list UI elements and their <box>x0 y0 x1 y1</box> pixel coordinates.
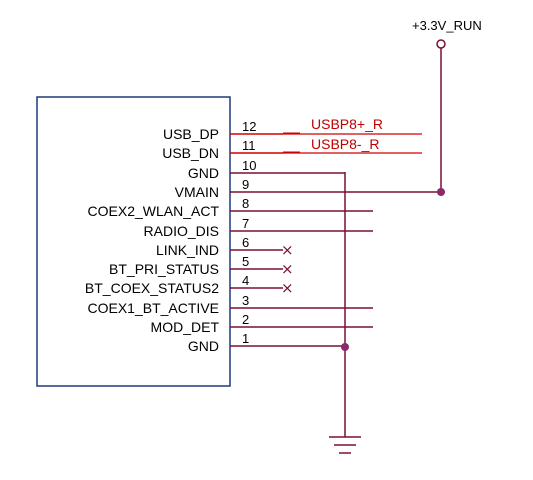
pin-signal-label: LINK_IND <box>156 242 219 258</box>
pin-number-label: 8 <box>242 196 249 211</box>
no-connect-mark: × <box>281 279 294 297</box>
pin-number-label: 6 <box>242 235 249 250</box>
pin-number-label: 9 <box>242 177 249 192</box>
pin-signal-label: RADIO_DIS <box>144 223 219 239</box>
pin-number-label: 7 <box>242 216 249 231</box>
gnd-junction-dot <box>341 343 349 351</box>
pin-row-usb-dp-pin-12: USB_DP 12 <box>163 119 422 142</box>
no-connect-mark: × <box>281 260 294 278</box>
pin-number-label: 5 <box>242 254 249 269</box>
net-label-usbp8-minus: USBP8-_R <box>311 136 379 152</box>
pin-signal-label: USB_DP <box>163 126 219 142</box>
pin-signal-label: COEX2_WLAN_ACT <box>88 203 220 219</box>
pin-row-gnd-pin-1: GND 1 <box>188 331 345 354</box>
power-rail-symbol <box>436 39 446 49</box>
power-rail-label: +3.3V_RUN <box>412 18 482 33</box>
pin-signal-label: VMAIN <box>175 184 219 200</box>
pin-number-label: 11 <box>242 138 256 153</box>
pin-signal-label: GND <box>188 338 219 354</box>
pin-signal-label: USB_DN <box>162 145 219 161</box>
pin-row-bt-pri-status-pin-5: BT_PRI_STATUS 5 × <box>109 254 294 278</box>
pin-number-label: 4 <box>242 273 249 288</box>
pin-number-label: 10 <box>242 158 256 173</box>
net-label-usbp8-plus: USBP8+_R <box>311 116 383 132</box>
pin-row-gnd-pin-10: GND 10 <box>188 158 345 181</box>
pin-row-coex1-bt-active-pin-3: COEX1_BT_ACTIVE 3 <box>88 293 373 316</box>
pin-number-label: 3 <box>242 293 249 308</box>
pin-row-radio-dis-pin-7: RADIO_DIS 7 <box>144 216 373 239</box>
pin-row-link-ind-pin-6: LINK_IND 6 × <box>156 235 294 259</box>
pin-signal-label: BT_PRI_STATUS <box>109 261 219 277</box>
pin-row-vmain-pin-9: VMAIN 9 <box>175 177 441 200</box>
pin-signal-label: COEX1_BT_ACTIVE <box>88 300 220 316</box>
pin-number-label: 2 <box>242 312 249 327</box>
component-body <box>36 96 231 387</box>
ground-symbol <box>329 436 361 454</box>
pin-row-coex2-wlan-act-pin-8: COEX2_WLAN_ACT 8 <box>88 196 373 219</box>
pin-signal-label: MOD_DET <box>151 319 220 335</box>
pin-signal-label: GND <box>188 165 219 181</box>
pin-number-label: 12 <box>242 119 256 134</box>
no-connect-mark: × <box>281 241 294 259</box>
pin-number-label: 1 <box>242 331 249 346</box>
pin-row-usb-dn-pin-11: USB_DN 11 <box>162 138 422 161</box>
pin-row-mod-det-pin-2: MOD_DET 2 <box>151 312 373 335</box>
pin-signal-label: BT_COEX_STATUS2 <box>85 280 219 296</box>
vmain-junction-dot <box>437 188 445 196</box>
pin-row-bt-coex-status2-pin-4: BT_COEX_STATUS2 4 × <box>85 273 294 297</box>
